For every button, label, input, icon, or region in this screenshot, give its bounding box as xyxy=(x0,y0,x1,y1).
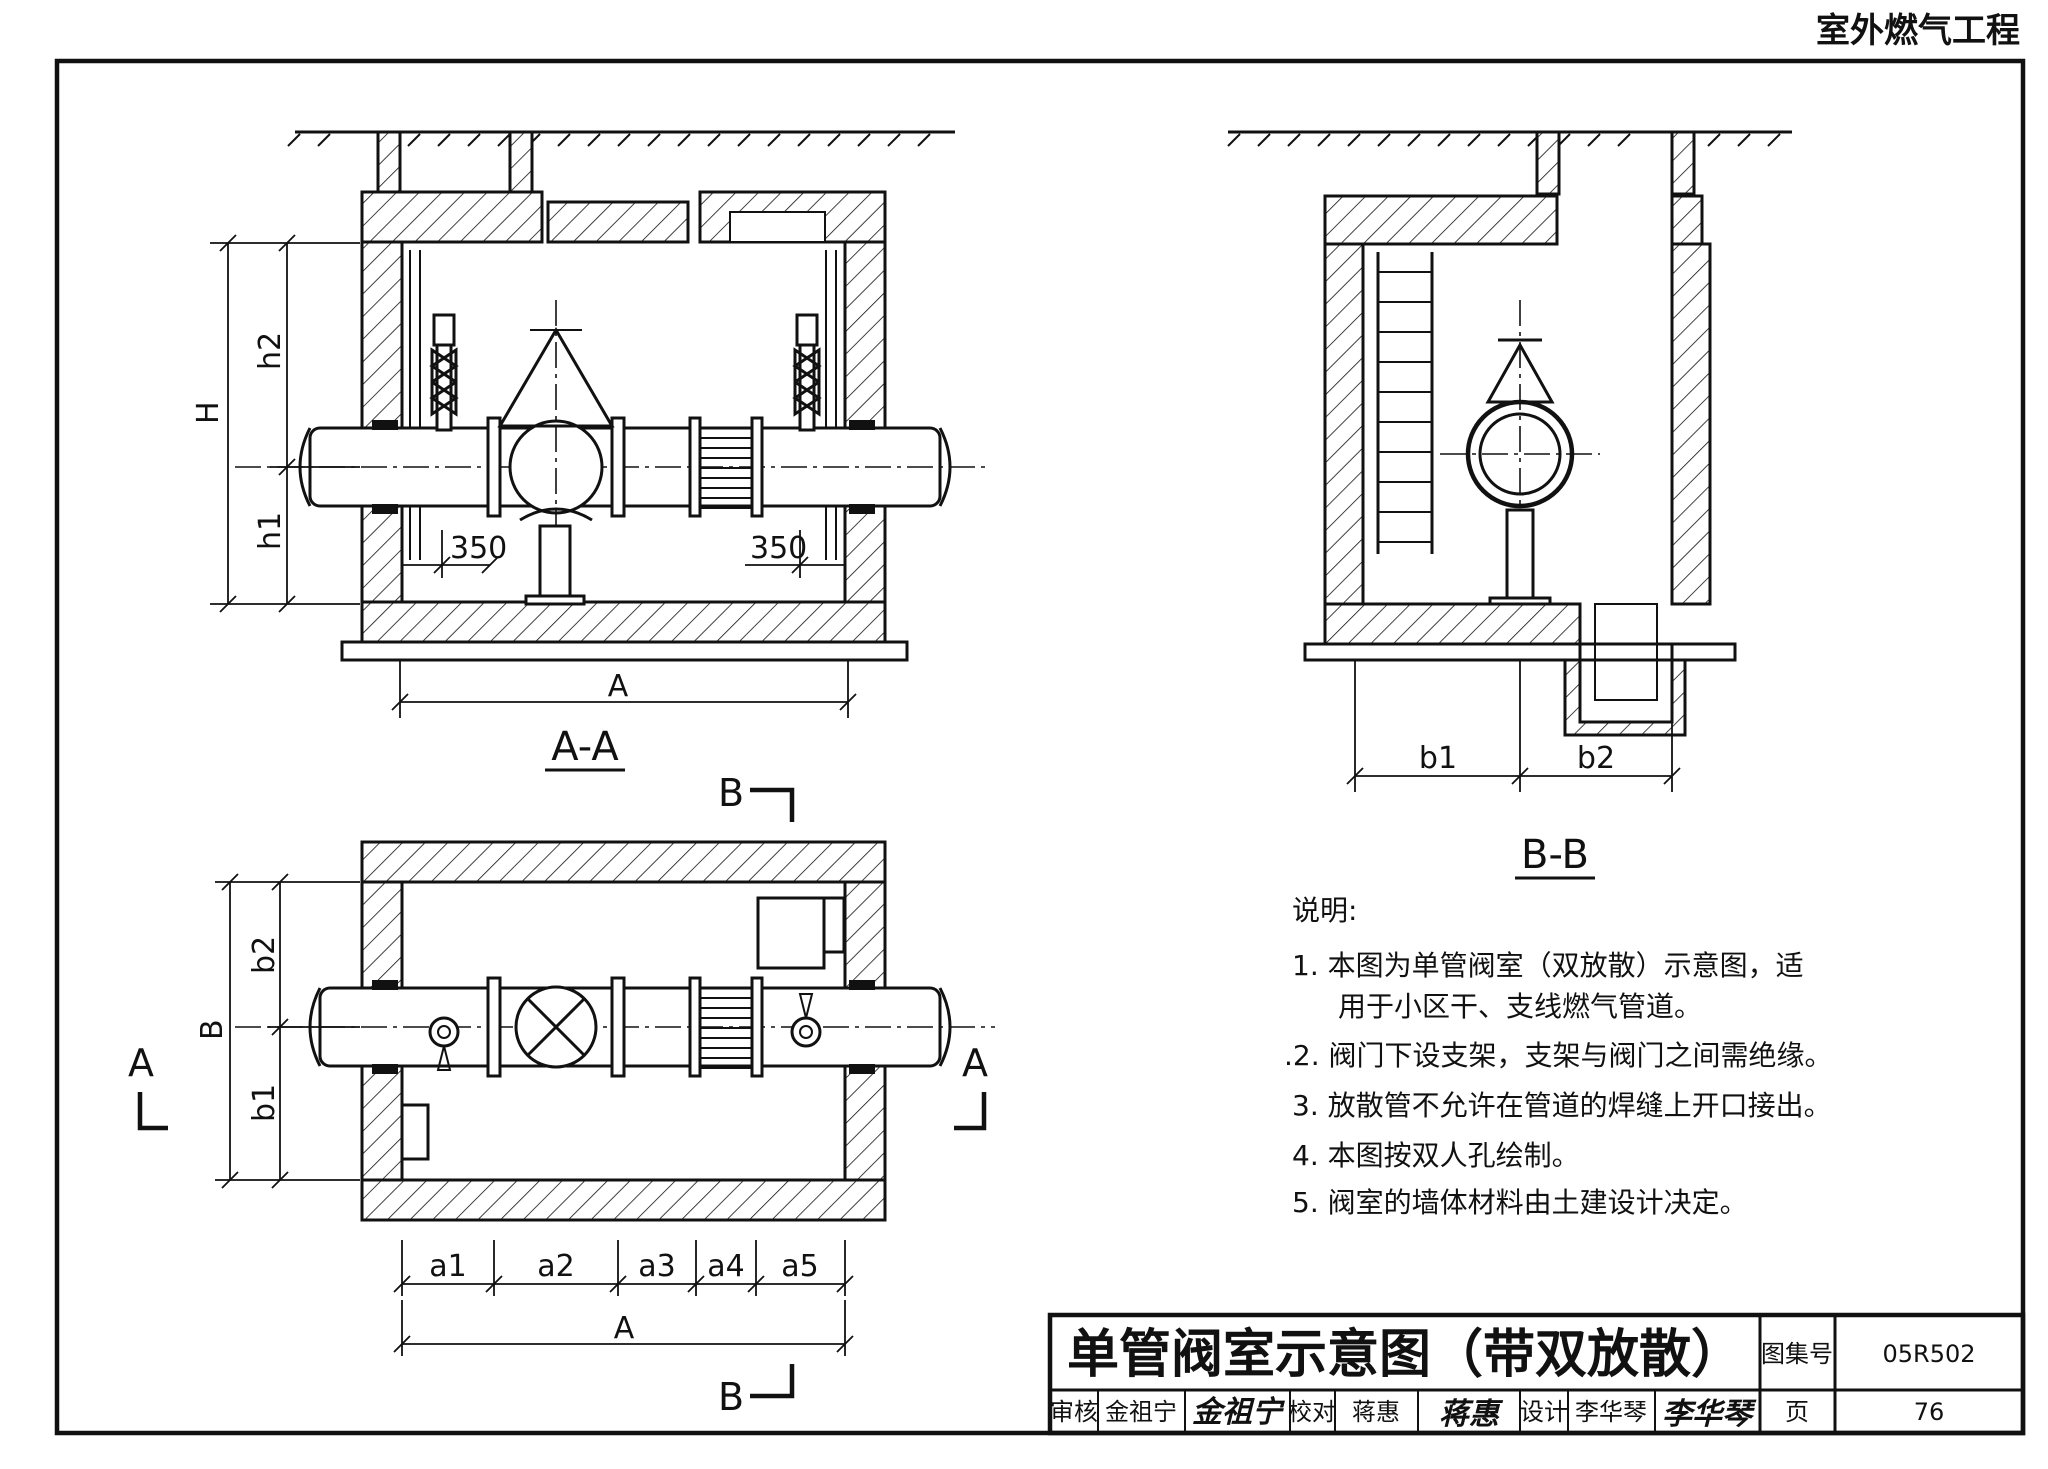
dim-350-right: 350 xyxy=(750,531,807,566)
dim-a-aa: A xyxy=(608,669,629,704)
dim-b2-plan: b2 xyxy=(247,936,282,974)
cut-b-bottom: B xyxy=(718,1375,744,1419)
dim-b2-bb: b2 xyxy=(1577,741,1615,776)
dim-a1: a1 xyxy=(429,1249,466,1284)
note-1b: 用于小区干、支线燃气管道。 xyxy=(1338,990,1702,1023)
reviewer-name: 金祖宁 xyxy=(1105,1398,1177,1426)
dim-h2: h2 xyxy=(253,332,288,370)
aa-vent-right xyxy=(792,313,822,432)
designer-signature: 李华琴 xyxy=(1662,1397,1757,1432)
title-block: 单管阀室示意图（带双放散） 图集号 05R502 审核 金祖宁 金祖宁 校对 蒋… xyxy=(1047,1312,2026,1436)
page-label: 页 xyxy=(1785,1398,1809,1426)
aa-ground-marks xyxy=(287,133,931,147)
section-bb-title: B-B xyxy=(1521,832,1589,878)
dim-350-left: 350 xyxy=(450,531,507,566)
dim-b1-plan: b1 xyxy=(247,1084,282,1122)
plan-view: B B A A xyxy=(128,771,995,1419)
header-category: 室外燃气工程 xyxy=(1816,11,2020,51)
note-2: .2. 阀门下设支架，支架与阀门之间需绝缘。 xyxy=(1284,1039,1833,1072)
cut-a-left: A xyxy=(128,1041,154,1085)
aa-vent-left xyxy=(429,313,459,432)
design-label: 设计 xyxy=(1520,1398,1568,1426)
cut-b-top: B xyxy=(718,771,744,815)
section-bb: b1 b2 B-B xyxy=(1227,130,1792,880)
dim-a3: a3 xyxy=(638,1249,675,1284)
dim-a-plan: A xyxy=(614,1311,635,1346)
atlas-number: 05R502 xyxy=(1882,1340,1975,1368)
cut-a-right: A xyxy=(962,1041,988,1085)
bb-ladder xyxy=(1376,252,1434,554)
dim-b-plan: B xyxy=(195,1019,230,1040)
checker-name: 蒋惠 xyxy=(1352,1398,1400,1426)
section-aa-title: A-A xyxy=(551,724,619,770)
dim-h: H xyxy=(191,401,226,424)
section-aa: H h2 h1 350 350 A A-A xyxy=(191,130,985,772)
note-3: 3. 放散管不允许在管道的焊缝上开口接出。 xyxy=(1292,1089,1832,1122)
dim-a2: a2 xyxy=(537,1249,574,1284)
designer-name: 李华琴 xyxy=(1575,1398,1647,1426)
reviewer-signature: 金祖宁 xyxy=(1192,1395,1285,1430)
atlas-label: 图集号 xyxy=(1761,1340,1833,1368)
drawing-title: 单管阀室示意图（带双放散） xyxy=(1067,1325,1743,1385)
page-number: 76 xyxy=(1914,1398,1945,1426)
note-5: 5. 阀室的墙体材料由土建设计决定。 xyxy=(1292,1186,1748,1219)
dim-b1-bb: b1 xyxy=(1419,741,1457,776)
note-1a: 1. 本图为单管阀室（双放散）示意图，适 xyxy=(1292,949,1804,982)
review-label: 审核 xyxy=(1050,1398,1098,1426)
notes: 说明: 1. 本图为单管阀室（双放散）示意图，适 用于小区干、支线燃气管道。 .… xyxy=(1284,894,1833,1219)
dim-h1: h1 xyxy=(253,512,288,550)
dim-a5: a5 xyxy=(781,1249,818,1284)
notes-heading: 说明: xyxy=(1292,894,1357,927)
check-label: 校对 xyxy=(1288,1398,1336,1426)
dim-a4: a4 xyxy=(707,1249,744,1284)
note-4: 4. 本图按双人孔绘制。 xyxy=(1292,1139,1580,1172)
checker-signature: 蒋惠 xyxy=(1439,1397,1504,1432)
sheet-frame xyxy=(54,58,2026,1436)
